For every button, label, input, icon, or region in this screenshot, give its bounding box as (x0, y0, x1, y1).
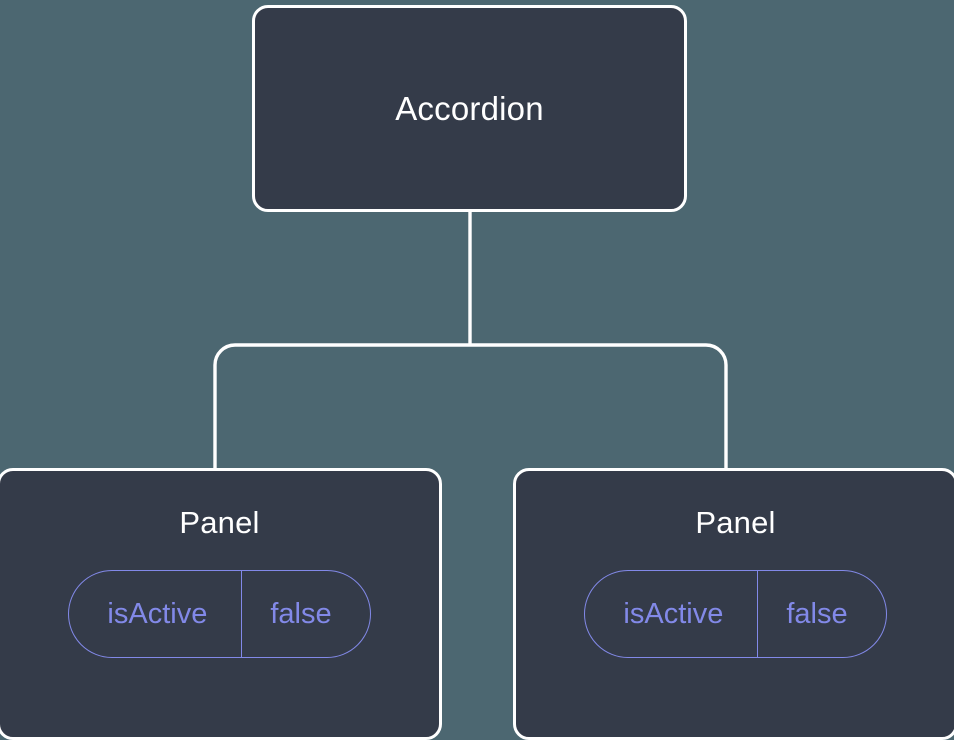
node-panel-1[interactable]: Panel isActive false (0, 468, 442, 740)
prop-value: false (241, 571, 369, 657)
connector-to-right-child (470, 343, 728, 468)
prop-badge-isactive-2[interactable]: isActive false (584, 570, 887, 658)
prop-key: isActive (107, 597, 208, 630)
prop-value: false (757, 571, 885, 657)
node-panel-2[interactable]: Panel isActive false (513, 468, 954, 740)
node-accordion-title: Accordion (395, 90, 544, 127)
prop-badge-isactive-1[interactable]: isActive false (68, 570, 371, 658)
node-panel-1-title: Panel (179, 505, 260, 540)
node-accordion[interactable]: Accordion (252, 5, 687, 212)
prop-key: isActive (623, 597, 724, 630)
connector-to-left-child (213, 343, 470, 468)
node-panel-2-title: Panel (695, 505, 776, 540)
